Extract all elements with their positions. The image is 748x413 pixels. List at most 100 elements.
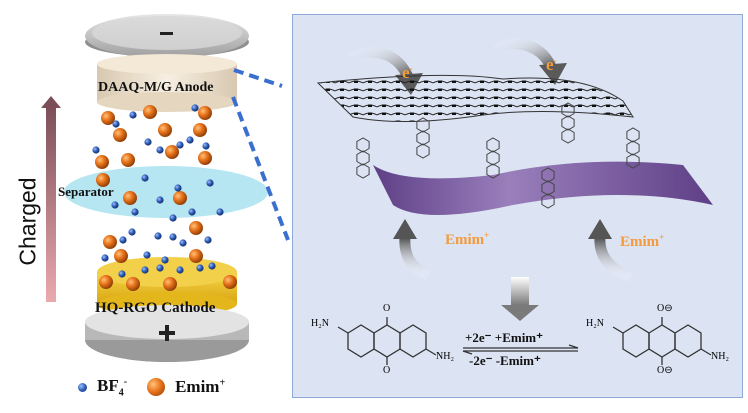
mechanism-panel: e- e- Emim+ Emim+ +2e⁻ +Emim⁺ -2e⁻ -Emim…	[292, 14, 743, 398]
equilibrium-arrows	[462, 344, 579, 355]
molecule-ring	[486, 150, 500, 166]
emim-ion	[103, 235, 117, 249]
emim-ion	[198, 106, 212, 120]
charged-label: Charged	[14, 177, 41, 266]
emim-label-right: Emim+	[620, 232, 665, 250]
bf4-ion	[169, 214, 177, 222]
anode-label: DAAQ-M/G Anode	[98, 80, 214, 95]
ion-cloud	[92, 104, 237, 291]
molecule-ring	[626, 140, 640, 156]
emim-ion	[223, 275, 237, 289]
emim-ion	[121, 153, 135, 167]
bf4-ion	[169, 233, 177, 241]
molecule-ring	[541, 180, 555, 196]
bf4-ion	[176, 141, 184, 149]
emim-ion	[189, 221, 203, 235]
bf4-ion	[206, 179, 214, 187]
product-bottom-oxygen: O⊖	[657, 365, 673, 376]
bf4-ion	[156, 196, 164, 204]
bf4-ion	[186, 136, 194, 144]
zoom-dashed-lines	[231, 68, 290, 241]
bf4-ion	[202, 142, 210, 150]
bf4-ion	[154, 232, 162, 240]
emim-ion	[113, 128, 127, 142]
emim-arrow-left	[393, 219, 431, 281]
product-right-amine: NH₂	[711, 351, 729, 362]
bf4-ion	[143, 251, 151, 259]
reactant-left-amine: H₂N	[311, 318, 329, 329]
emim-ion	[101, 111, 115, 125]
legend-emim-label: Emim+	[175, 377, 226, 397]
bf4-ion	[216, 208, 224, 216]
emim-label-left: Emim+	[445, 230, 490, 248]
bf4-ion	[174, 184, 182, 192]
emim-ion	[189, 249, 203, 263]
molecule-ring	[416, 143, 430, 159]
reactant-right-amine: NH₂	[436, 351, 454, 362]
emim-ion	[114, 249, 128, 263]
bf4-ion	[161, 256, 169, 264]
bf4-ion	[156, 264, 164, 272]
negative-terminal	[85, 14, 249, 58]
cathode-label: HQ-RGO Cathode	[95, 300, 216, 316]
mechanism-drawing	[316, 37, 713, 365]
bf4-ion	[131, 208, 139, 216]
electron-label-left: e-	[402, 63, 413, 82]
molecule-ring	[486, 163, 500, 179]
molecule-ring	[626, 127, 640, 143]
bf4-ion	[129, 111, 137, 119]
emim-ion	[143, 105, 157, 119]
charged-arrow	[41, 96, 61, 302]
molecule-ring	[626, 153, 640, 169]
graphene-sheet	[316, 74, 634, 123]
bf4-ion	[191, 104, 199, 112]
molecule-ring	[541, 167, 555, 183]
legend-emim-marker	[147, 378, 166, 397]
bf4-ion	[119, 236, 127, 244]
bf4-ion	[176, 266, 184, 274]
bf4-ion	[188, 208, 196, 216]
molecule-ring	[561, 115, 575, 131]
battery-cell: DAAQ-M/G Anode Separator HQ-RGO Cathode …	[0, 0, 290, 413]
daaq-molecules	[356, 102, 640, 209]
reverse-conditions: -2e⁻ -Emim⁺	[469, 353, 541, 368]
molecule-ring	[416, 117, 430, 133]
molecule-ring	[416, 130, 430, 146]
forward-conditions: +2e⁻ +Emim⁺	[465, 330, 543, 345]
positive-terminal	[85, 305, 249, 362]
emim-arrow-right	[588, 219, 634, 283]
bf4-ion	[144, 138, 152, 146]
reactant-top-oxygen: O	[383, 303, 391, 314]
electron-label-right: e-	[546, 55, 557, 74]
product-left-amine: H₂N	[586, 318, 604, 329]
bf4-ion	[141, 174, 149, 182]
legend-bf4-marker	[78, 382, 87, 392]
emim-ion	[96, 173, 110, 187]
molecule-ring	[486, 137, 500, 153]
bf4-ion	[141, 266, 149, 274]
bf4-ion	[179, 239, 187, 247]
bf4-ion	[156, 146, 164, 154]
anode-disk	[97, 54, 237, 112]
product-structure	[612, 317, 712, 365]
emim-ion	[158, 123, 172, 137]
product-top-oxygen: O⊖	[657, 303, 673, 314]
bf4-ion	[196, 264, 204, 272]
legend: BF4- Emim+	[78, 376, 225, 398]
reactant-structure	[337, 317, 437, 365]
emim-ion	[126, 277, 140, 291]
battery-cell-drawing	[41, 14, 290, 362]
separator-label: Separator	[58, 184, 114, 199]
legend-bf4-label: BF4-	[97, 376, 128, 399]
molecule-ring	[356, 163, 370, 179]
molecule-ring	[561, 128, 575, 144]
emim-ion	[198, 151, 212, 165]
molecule-ring	[561, 102, 575, 118]
bf4-ion	[208, 262, 216, 270]
emim-ion	[163, 277, 177, 291]
bf4-ion	[112, 120, 120, 128]
emim-ion	[173, 191, 187, 205]
emim-ion	[95, 155, 109, 169]
bf4-ion	[204, 236, 212, 244]
bf4-ion	[111, 201, 119, 209]
